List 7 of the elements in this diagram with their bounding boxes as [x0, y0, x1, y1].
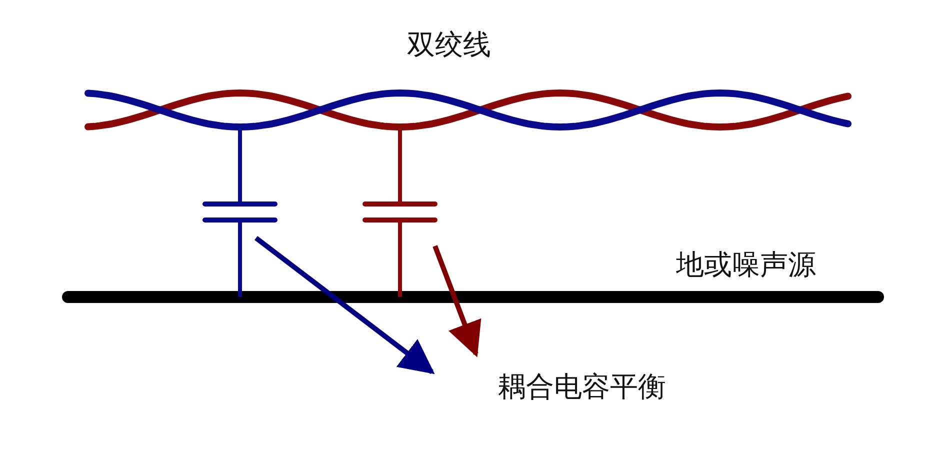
ground-label: 地或噪声源 [676, 248, 816, 282]
capacitor-symbol [362, 127, 438, 297]
capacitor-symbol [202, 127, 278, 297]
caption-text: 耦合电容平衡 [498, 370, 666, 404]
cable-label: 双绞线 [407, 28, 491, 62]
arrow [254, 236, 435, 374]
arrow [432, 245, 482, 358]
